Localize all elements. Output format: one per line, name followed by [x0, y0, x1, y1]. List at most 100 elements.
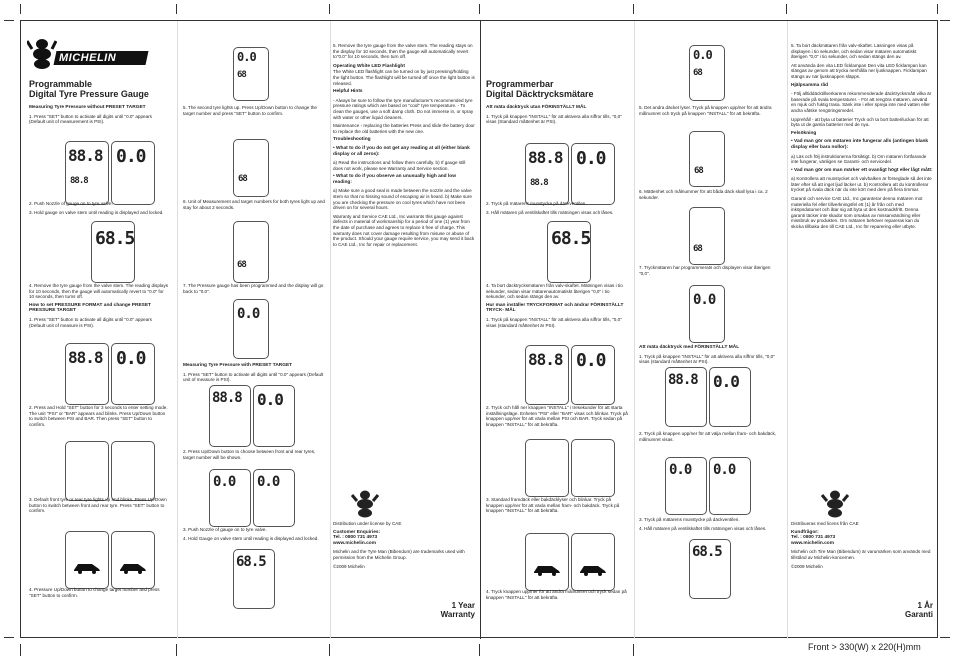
- crop-mark: [940, 20, 950, 21]
- en-q1-answer: a) Read the instructions and follow them…: [333, 160, 466, 171]
- lcd-display: 0.0: [111, 141, 155, 205]
- lcd-display: [571, 439, 615, 497]
- car-icon: [74, 564, 100, 574]
- lcd-display: 0.0: [709, 367, 751, 427]
- en-preset-1: 1. Press "SET" button to activate all di…: [29, 316, 152, 328]
- sv-col-1b: 2. Tryck på mätarens munstycke på däckve…: [486, 201, 628, 218]
- en-trademark: Michelin and the Tyre Man (Bibendum) are…: [333, 549, 465, 560]
- en-warranty: Warranty and Service CAE Ltd., Inc warra…: [333, 213, 475, 247]
- lcd-display: 0.0: [209, 469, 251, 527]
- crop-mark: [176, 4, 177, 14]
- sv-q2-answer: a) Kontrollera att munstycket och valvba…: [791, 176, 932, 193]
- lcd-display: 0.0 68: [689, 45, 725, 101]
- lcd-display: 68.5: [547, 221, 591, 283]
- lcd-display: [525, 533, 569, 591]
- sv-step-1: 1. Tryck på knappen "INSTALL" för att ak…: [486, 113, 622, 125]
- en-preset-4: 4. Pressure Up/Down button to change tar…: [29, 587, 160, 598]
- en-with-3: 3. Push Nozzle of gauge on to tyre valve…: [183, 527, 267, 532]
- en-sub-with: Measuring Tyre Pressure with PRESET TARG…: [183, 363, 293, 368]
- en-q2-answer: a) Make sure a good seal is made between…: [333, 188, 472, 211]
- en-col-2f: 3. Push Nozzle of gauge on to tyre valve…: [183, 527, 325, 544]
- lcd-display: 68.5: [233, 549, 275, 609]
- crop-mark: [329, 644, 330, 656]
- sv-col-2b: 6. Mättenhet och målnummer för att båda …: [639, 189, 781, 203]
- bibendum-icon: [27, 39, 57, 69]
- center-divider: [480, 21, 481, 639]
- en-distribution: Distribution under license by CAE Custom…: [333, 521, 475, 572]
- en-trouble-heading: Troubleshooting: [333, 137, 371, 143]
- en-preset-6: 6. Unit of Measurement and target number…: [183, 199, 325, 210]
- en-col-2b: 6. Unit of Measurement and target number…: [183, 199, 325, 213]
- fold-line: [787, 21, 788, 639]
- bibendum-icon: [351, 490, 379, 518]
- sv-preset-2: 2. Tryck och håll ner knappen "INSTALL" …: [486, 405, 628, 427]
- sv-col-1c: 4. Ta bort däcktrycksmätaren från valv-s…: [486, 283, 628, 331]
- en-maintenance: Maintenance - replacing the batteries Pr…: [333, 123, 475, 134]
- en-col-1d: 2. Press and Hold "SET" button for 3 sec…: [29, 405, 169, 430]
- sv-col-2d: Att mäta däcktryck med FÖRINSTÄLLT MÅL 1…: [639, 345, 781, 368]
- lcd-display: 0.0: [689, 285, 725, 343]
- en-col-2: 5. The second tyre lights up. Press Up/D…: [183, 105, 325, 119]
- sv-col-1d: 2. Tryck och håll ner knappen "INSTALL" …: [486, 405, 628, 430]
- en-dist-3: Tel. : 0800 731 4973: [333, 535, 378, 541]
- en-step-4: 4. Remove the tyre gauge from the valve …: [29, 283, 169, 300]
- sv-dist-4: www.michelin.com: [791, 540, 835, 546]
- sv-q1: • Vad man gör om mätaren inte fungerar a…: [791, 139, 929, 150]
- sv-preset-5: 5. Det andra däcket lyser. Tryck på knap…: [639, 105, 772, 116]
- en-dist-1: Distribution under license by CAE: [333, 521, 402, 526]
- en-col-1b: 2. Push Nozzle of gauge on to tyre valve…: [29, 201, 169, 218]
- en-hints-text: - Always be sure to follow the tyre manu…: [333, 97, 474, 120]
- sv-q1-answer: a) Läs och följ instruktionerna försikti…: [791, 153, 927, 165]
- sv-hints-heading: Hjälpsamma råd: [791, 82, 829, 88]
- sv-trademark: Michelin och Tire Man (Bibendum) är varu…: [791, 549, 931, 560]
- en-copyright: ©2009 Michelin: [333, 563, 365, 569]
- crop-mark: [633, 4, 634, 14]
- lcd-display: 88.8 88.8: [65, 141, 109, 205]
- sv-step-3: 3. Håll mätaren på ventilskaftet tills m…: [486, 209, 614, 215]
- sv-trouble-heading: Felsökning: [791, 130, 817, 136]
- sv-col-2f: 3. Tryck på mätarens munstycke på däckve…: [639, 517, 781, 534]
- car-icon: [120, 564, 146, 574]
- car-icon: [580, 566, 606, 576]
- lcd-display: 68: [233, 139, 269, 197]
- crop-mark: [479, 644, 480, 656]
- lcd-display: 88.8: [65, 343, 109, 405]
- lcd-display: 68: [689, 131, 725, 187]
- fold-line: [330, 21, 331, 639]
- sv-with-5: 5. Ta bort däckmätaren från valv-skaftet…: [791, 43, 917, 60]
- lcd-display: 0.0: [709, 457, 751, 515]
- crop-mark: [479, 4, 480, 14]
- car-icon: [534, 566, 560, 576]
- sv-sub-measure: Att mäta däcktryck utan FÖRINSTÄLLT MÅL: [486, 105, 587, 110]
- fold-line: [177, 21, 178, 639]
- crop-mark: [633, 644, 634, 656]
- sv-step-2: 2. Tryck på mätarens munstycke på däckve…: [486, 201, 587, 206]
- sv-battery: Upprehåll - att byta ut batterier Tryck …: [791, 116, 929, 128]
- lcd-display: 0.0: [111, 343, 155, 405]
- sv-step-4: 4. Ta bort däcktrycksmätaren från valv-s…: [486, 283, 623, 300]
- sv-col-2: 5. Det andra däcket lyser. Tryck på knap…: [639, 105, 781, 119]
- lcd-display: [111, 531, 155, 589]
- sv-with-1: 1. Tryck på knappen "INSTALL" för att ak…: [639, 353, 775, 365]
- en-col-1c: 4. Remove the tyre gauge from the valve …: [29, 283, 169, 331]
- en-step-2: 2. Push Nozzle of gauge on to tyre valve…: [29, 201, 113, 206]
- sv-dist-2: Kundfrågor:: [791, 529, 819, 535]
- en-with-4: 4. Hold Gauge on valve stem until readin…: [183, 535, 319, 541]
- sv-with-2: 2. Tryck på knappen upp/ner för att välj…: [639, 431, 777, 442]
- sv-with-3: 3. Tryck på mätarens munstycke på däckve…: [639, 517, 740, 522]
- fold-line: [634, 21, 635, 639]
- sv-col-2c: 7. Tryckmätaren har programmerats och di…: [639, 265, 781, 279]
- michelin-logo: MICHELIN: [27, 37, 149, 73]
- sv-with-4: 4. Håll mätaren på ventilskaftet tills m…: [639, 525, 767, 531]
- sv-sub-with: Att mäta däcktryck med FÖRINSTÄLLT MÅL: [639, 345, 740, 350]
- en-hints-heading: Helpful Hints: [333, 89, 363, 95]
- lcd-display: 68: [689, 207, 725, 265]
- lcd-display: 88.8: [665, 367, 707, 427]
